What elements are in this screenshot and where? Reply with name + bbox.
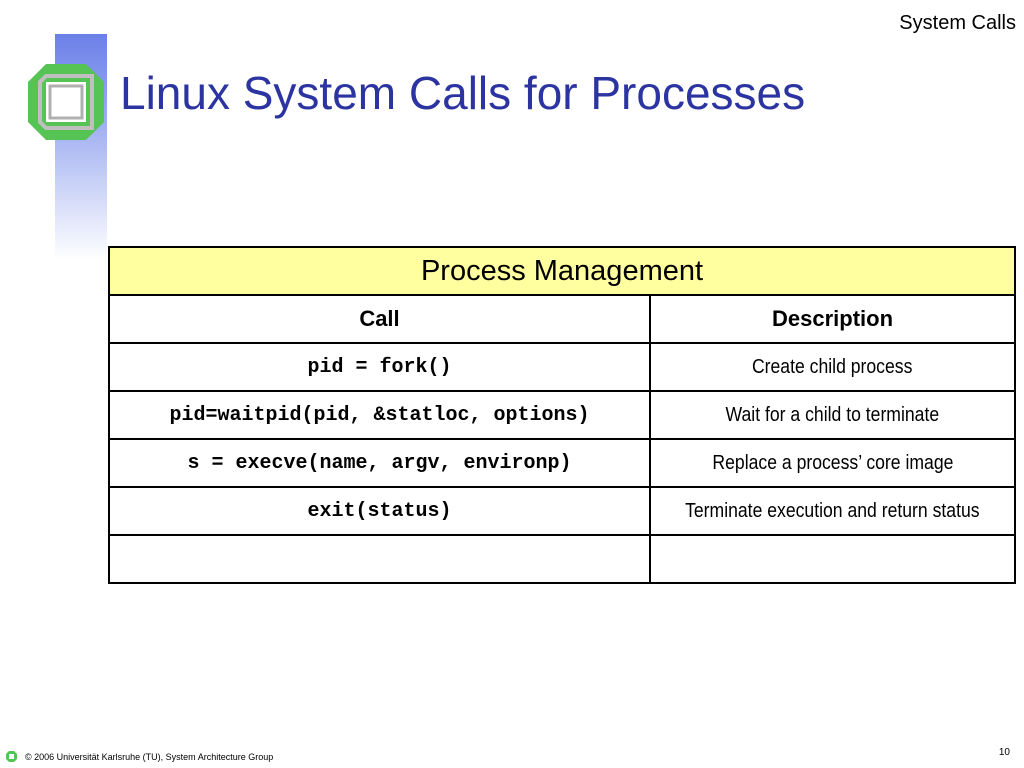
- description-cell: Terminate execution and return status: [649, 486, 1016, 536]
- call-cell: pid = fork(): [108, 342, 651, 392]
- university-logo-icon: [28, 64, 104, 140]
- table-row: pid = fork() Create child process: [108, 342, 1016, 392]
- column-header-row: Call Description: [108, 294, 1016, 344]
- table-caption-row: Process Management: [108, 246, 1016, 296]
- page-number: 10: [998, 747, 1010, 758]
- table-row: exit(status) Terminate execution and ret…: [108, 486, 1016, 536]
- call-cell: exit(status): [108, 486, 651, 536]
- column-header-call: Call: [108, 294, 651, 344]
- description-cell: Wait for a child to terminate: [649, 390, 1016, 440]
- table-caption: Process Management: [108, 246, 1016, 296]
- slide-title: Linux System Calls for Processes: [120, 67, 806, 119]
- university-logo-small-icon: [6, 751, 17, 762]
- section-label: System Calls: [899, 12, 1016, 34]
- description-text: Replace a process’ core image: [712, 451, 953, 474]
- footer: © 2006 Universität Karlsruhe (TU), Syste…: [6, 751, 273, 762]
- description-text: Terminate execution and return status: [685, 499, 980, 522]
- table-row: s = execve(name, argv, environp) Replace…: [108, 438, 1016, 488]
- process-management-table: Process Management Call Description pid …: [108, 246, 1016, 584]
- footer-copyright: © 2006 Universität Karlsruhe (TU), Syste…: [25, 751, 274, 762]
- call-cell: s = execve(name, argv, environp): [108, 438, 651, 488]
- description-text: Wait for a child to terminate: [725, 403, 940, 426]
- call-cell: [108, 534, 651, 584]
- column-header-description: Description: [649, 294, 1016, 344]
- description-text: Create child process: [752, 355, 913, 378]
- table-row-empty: [108, 534, 1016, 584]
- table-row: pid=waitpid(pid, &statloc, options) Wait…: [108, 390, 1016, 440]
- description-cell: Create child process: [649, 342, 1016, 392]
- description-cell: [649, 534, 1016, 584]
- call-cell: pid=waitpid(pid, &statloc, options): [108, 390, 651, 440]
- description-cell: Replace a process’ core image: [649, 438, 1016, 488]
